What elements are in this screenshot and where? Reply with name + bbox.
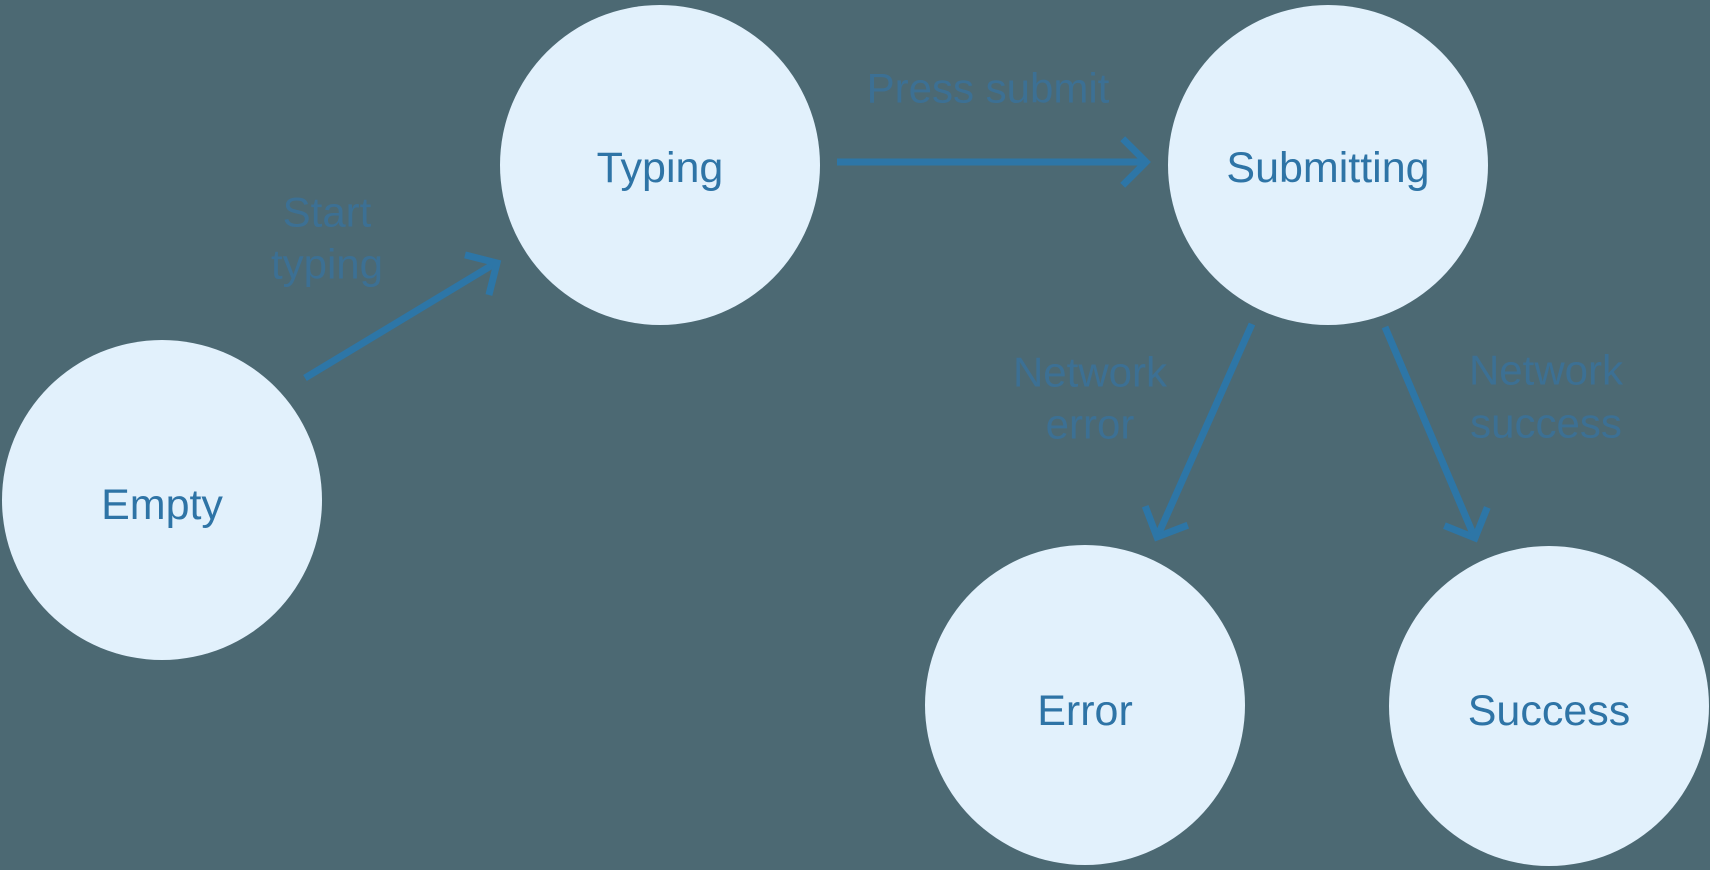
state-label-typing: Typing — [597, 144, 724, 192]
state-circle — [500, 5, 820, 325]
arrowhead-icon — [1443, 506, 1491, 543]
arrowhead-icon — [464, 251, 502, 296]
arrowhead-icon — [1120, 136, 1151, 188]
edge-submitting-to-error: Network error — [1013, 322, 1256, 542]
edge-label-network-error-line2: error — [1046, 401, 1135, 448]
edge-line — [303, 261, 496, 381]
state-node-submitting: Submitting — [1168, 5, 1488, 325]
edge-submitting-to-success: Network success — [1381, 325, 1624, 543]
state-node-empty: Empty — [2, 340, 322, 660]
state-circle — [1389, 546, 1709, 866]
state-label-submitting: Submitting — [1226, 144, 1429, 192]
state-label-empty: Empty — [101, 481, 223, 529]
edge-label-network-success-line1: Network — [1469, 347, 1624, 394]
edge-label-start-typing-line2: typing — [271, 241, 383, 288]
state-node-typing: Typing — [500, 5, 820, 325]
state-node-error: Error — [925, 545, 1245, 865]
state-node-success: Success — [1389, 546, 1709, 866]
edge-empty-to-typing: Start typing — [271, 189, 502, 381]
state-circle — [2, 340, 322, 660]
edge-line — [1154, 322, 1256, 537]
state-label-success: Success — [1468, 687, 1631, 735]
edge-label-network-success-line2: success — [1470, 400, 1622, 447]
state-circle — [925, 545, 1245, 865]
edge-line — [1381, 325, 1478, 538]
edge-label-press-submit: Press submit — [867, 65, 1110, 112]
edge-typing-to-submitting: Press submit — [837, 65, 1151, 188]
state-circle — [1168, 5, 1488, 325]
edge-label-network-error-line1: Network — [1013, 349, 1168, 396]
state-label-error: Error — [1037, 687, 1133, 735]
edge-label-start-typing-line1: Start — [283, 189, 372, 236]
arrowhead-icon — [1141, 504, 1190, 542]
